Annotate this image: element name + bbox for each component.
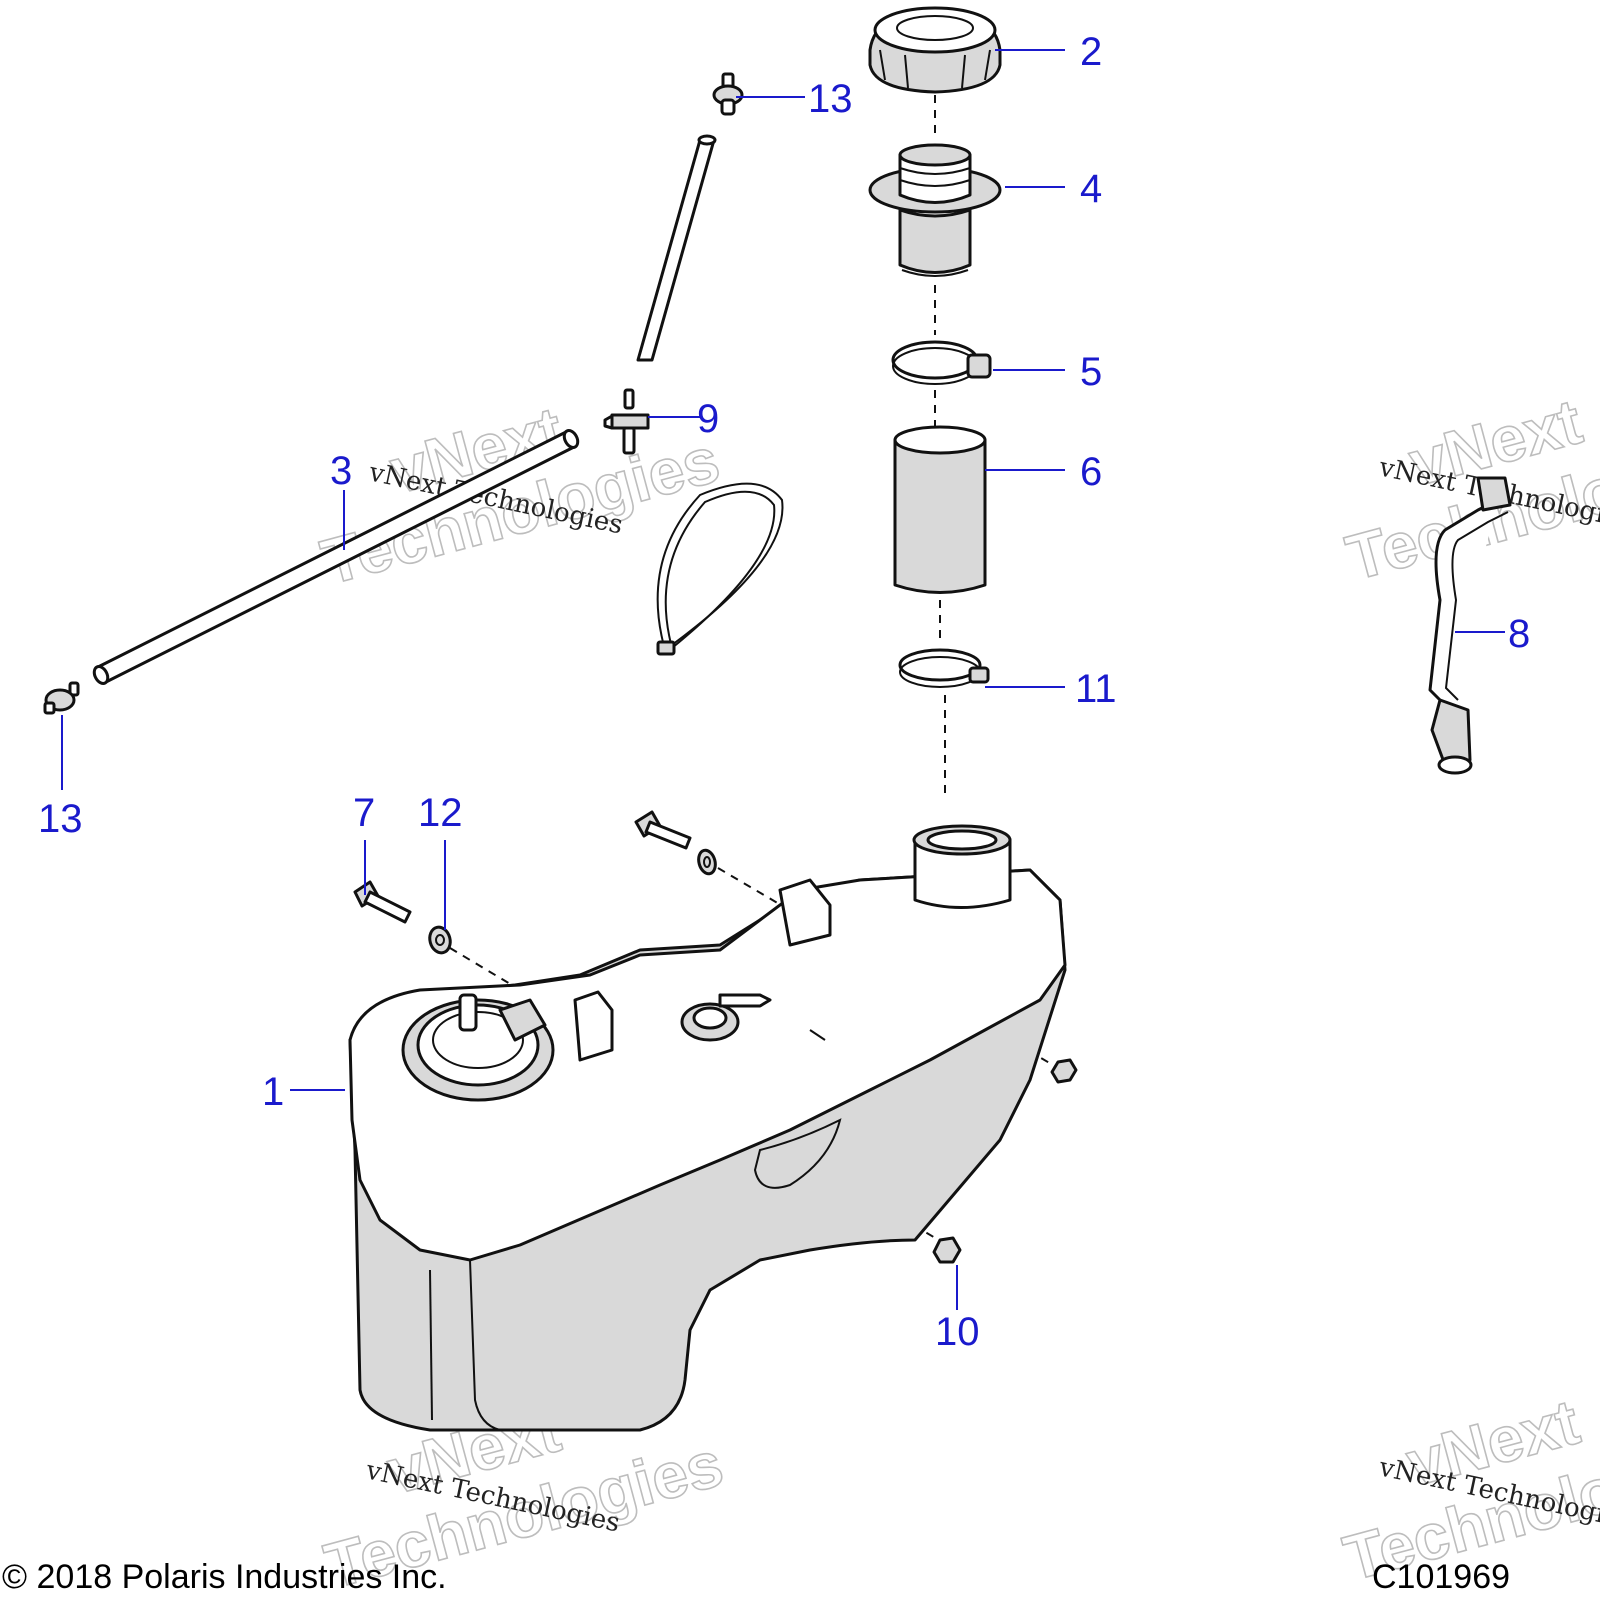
vent-valve-bottom-part bbox=[43, 681, 80, 715]
callout-10: 10 bbox=[935, 1310, 980, 1354]
figure-id-text: C101969 bbox=[1372, 1558, 1511, 1596]
long-vent-hose-part bbox=[92, 429, 580, 685]
band-clamp-part bbox=[898, 648, 990, 688]
fuel-tank-part bbox=[348, 824, 1067, 1432]
filler-neck-part bbox=[868, 143, 1002, 277]
callout-9: 9 bbox=[697, 397, 719, 441]
callout-4: 4 bbox=[1080, 167, 1102, 211]
callout-2: 2 bbox=[1080, 30, 1102, 74]
callout-13-bottom: 13 bbox=[38, 797, 83, 841]
callout-8: 8 bbox=[1508, 612, 1530, 656]
vent-line-part bbox=[1428, 476, 1512, 775]
callout-1: 1 bbox=[262, 1070, 284, 1114]
callout-3: 3 bbox=[330, 449, 352, 493]
hose-sleeve-part bbox=[893, 425, 987, 594]
vent-hose-upper-part bbox=[636, 134, 717, 362]
vent-valve-top-part bbox=[712, 72, 744, 116]
nut-part bbox=[1050, 1058, 1078, 1084]
washer-part bbox=[428, 925, 452, 955]
tee-fitting-part bbox=[603, 388, 650, 455]
callout-11: 11 bbox=[1075, 667, 1117, 711]
callout-13-top: 13 bbox=[808, 77, 853, 121]
copyright-text: © 2018 Polaris Industries Inc. bbox=[2, 1558, 447, 1596]
fuel-cap-part bbox=[868, 6, 1002, 94]
rear-washer-part bbox=[697, 848, 717, 876]
callout-12: 12 bbox=[418, 791, 463, 835]
rear-bolt-part bbox=[634, 810, 692, 850]
nut-part bbox=[932, 1236, 962, 1264]
hose-clamp-screw-part bbox=[891, 340, 992, 385]
tie-strap-part bbox=[656, 482, 784, 656]
leader-lines bbox=[61, 49, 1505, 1310]
bolt-part bbox=[353, 880, 412, 924]
callout-7: 7 bbox=[353, 791, 375, 835]
callout-6: 6 bbox=[1080, 450, 1102, 494]
callout-5: 5 bbox=[1080, 350, 1102, 394]
